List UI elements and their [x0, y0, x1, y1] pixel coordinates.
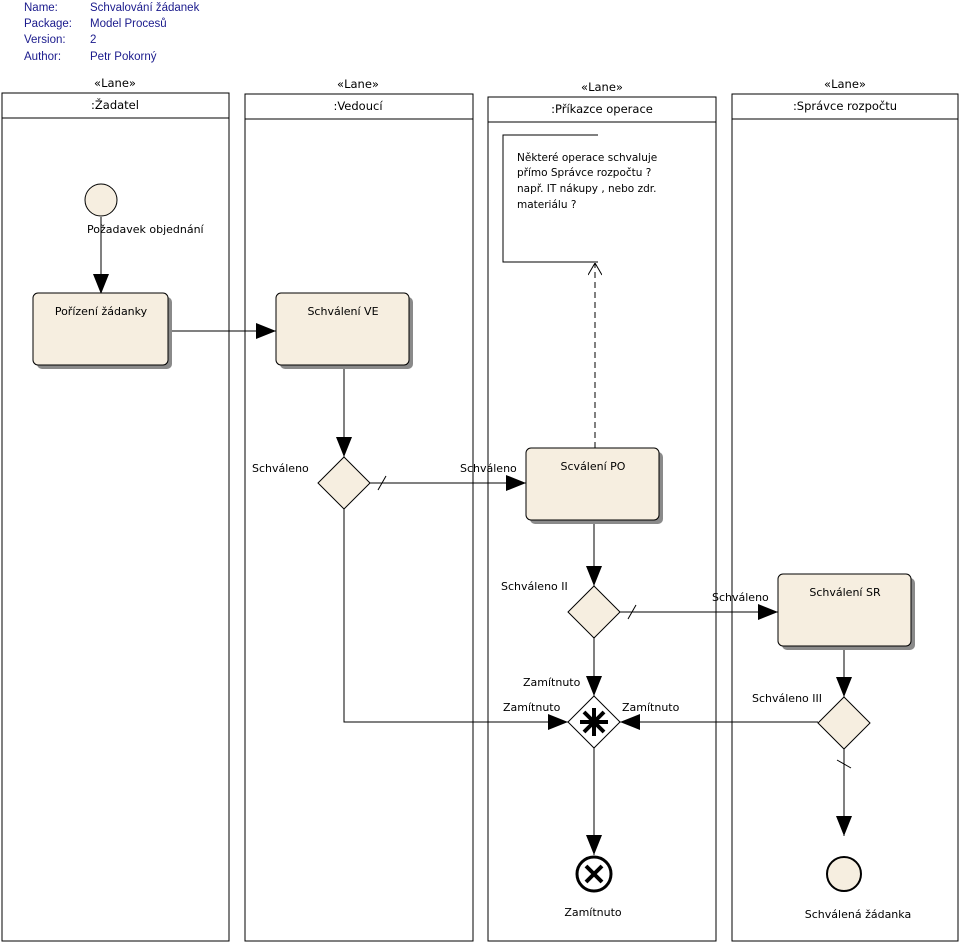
flow-gateway1-reject: [343, 508, 568, 730]
lane-spravce-rozpoctu[interactable]: «Lane» :Správce rozpočtu: [731, 77, 959, 942]
activity-schvaleni-po[interactable]: Scválení PO: [525, 447, 663, 524]
activity-box: [32, 292, 169, 366]
flow-label-reject-right: Zamítnuto: [622, 701, 680, 714]
header-key-author: Author:: [24, 51, 61, 63]
lane-title: :Příkazce operace: [551, 102, 653, 116]
gateway-label: Schváleno III: [752, 692, 822, 705]
note-line-4: materiálu ?: [517, 199, 576, 211]
end-circle: [826, 856, 862, 892]
note-line-3: např. IT nákupy , nebo zdr.: [517, 183, 656, 195]
flow-tick: [377, 475, 387, 491]
start-event-label: Požadavek objednání: [87, 223, 205, 236]
activity-schvaleni-ve[interactable]: Schválení VE: [275, 292, 413, 369]
note-line-1: Některé operace schvaluje: [517, 152, 657, 164]
end-event-approved[interactable]: Schválená žádanka: [805, 856, 911, 921]
activity-porizeni-zadanky[interactable]: Pořízení žádanky: [32, 292, 172, 369]
header-value-name: Schvalování žádanek: [90, 2, 200, 14]
lane-stereotype: «Lane»: [94, 76, 136, 90]
lane-vedouci[interactable]: «Lane» :Vedoucí: [244, 77, 474, 942]
activity-label: Schválení SR: [809, 586, 881, 599]
activity-box: [275, 292, 410, 366]
gateway-diamond: [317, 456, 371, 510]
activity-label: Schválení VE: [307, 305, 378, 318]
gateway-merge-reject[interactable]: [567, 695, 621, 749]
gateway-schvaleno-iii[interactable]: Schváleno III: [752, 692, 871, 750]
header-value-package: Model Procesů: [90, 18, 167, 30]
flow-label-to-sr: Schváleno: [712, 591, 769, 604]
note-line-2: přímo Správce rozpočtu ?: [517, 167, 651, 179]
lane-stereotype: «Lane»: [824, 77, 866, 91]
flow-label-reject-left: Zamítnuto: [503, 701, 561, 714]
start-circle: [84, 183, 118, 217]
end-event-rejected[interactable]: Zamítnuto: [564, 855, 622, 919]
cross-icon: [584, 864, 604, 884]
header-key-package: Package:: [24, 18, 72, 30]
lane-prikazce-operace[interactable]: «Lane» :Příkazce operace: [487, 80, 717, 942]
gateway-diamond: [567, 585, 621, 639]
start-event[interactable]: Požadavek objednání: [84, 183, 205, 236]
header-key-name: Name:: [24, 2, 58, 14]
flow-tick: [627, 604, 637, 620]
asterisk-icon: [580, 708, 608, 736]
lane-title: :Správce rozpočtu: [793, 99, 897, 113]
lane-title: :Žadatel: [91, 97, 139, 112]
end-event-label: Zamítnuto: [564, 906, 622, 919]
lane-frame: [731, 93, 959, 942]
gateway-diamond: [817, 696, 871, 750]
lane-title: :Vedoucí: [333, 99, 383, 113]
activity-schvaleni-sr[interactable]: Schválení SR: [777, 573, 915, 650]
gateway-schvaleno-ii[interactable]: Schváleno II: [501, 580, 621, 639]
header-key-version: Version:: [24, 34, 66, 46]
note[interactable]: Některé operace schvaluje přímo Správce …: [502, 134, 657, 263]
activity-label: Scválení PO: [561, 460, 626, 473]
activity-label: Pořízení žádanky: [55, 305, 148, 318]
lane-frame: [244, 93, 474, 942]
flow-tick: [836, 759, 852, 769]
flow-label-to-po: Schváleno: [460, 462, 517, 475]
diagram-header: Name: Schvalování žádanek Package: Model…: [24, 2, 200, 63]
lane-frame: [1, 92, 230, 942]
gateway-label: Schváleno II: [501, 580, 568, 593]
lane-stereotype: «Lane»: [581, 80, 623, 94]
header-value-author: Petr Pokorný: [90, 51, 157, 63]
end-event-label: Schválená žádanka: [805, 908, 911, 921]
activity-box: [525, 447, 660, 521]
header-value-version: 2: [90, 34, 96, 46]
gateway-schvaleno[interactable]: Schváleno: [252, 456, 371, 510]
activity-box: [777, 573, 912, 647]
lane-zadatel[interactable]: «Lane» :Žadatel: [1, 76, 230, 942]
lane-frame: [487, 96, 717, 942]
gateway-label: Schváleno: [252, 462, 309, 475]
lane-stereotype: «Lane»: [337, 77, 379, 91]
flow-label-reject-top: Zamítnuto: [523, 676, 581, 689]
note-bracket: [502, 134, 598, 263]
